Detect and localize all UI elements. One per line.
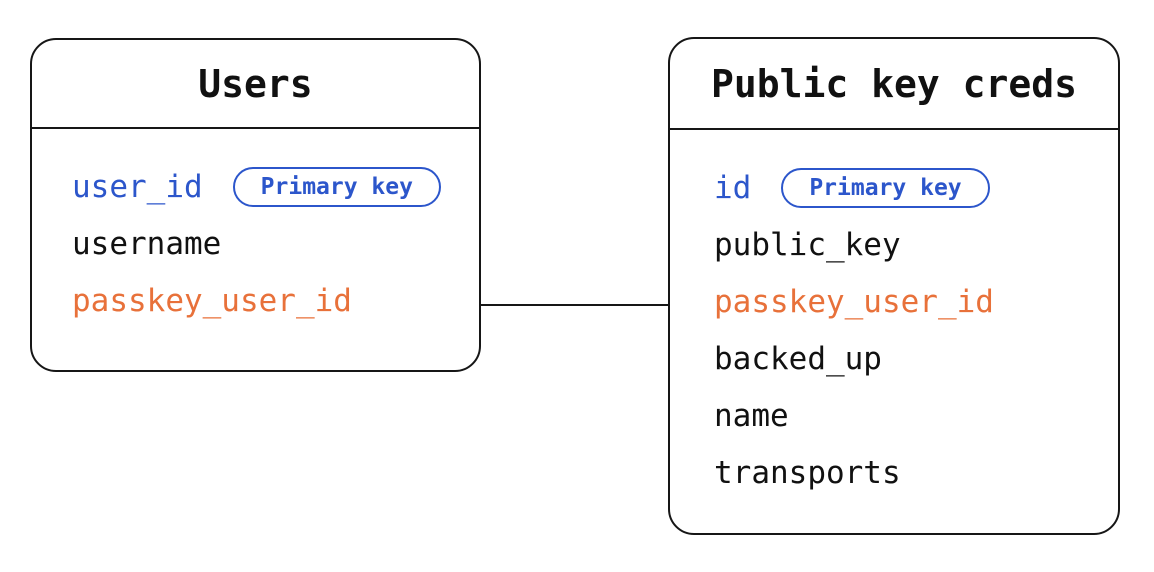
field-name: passkey_user_id: [714, 283, 994, 320]
table-public-key-creds-title: Public key creds: [710, 61, 1078, 106]
table-public-key-creds: Public key creds id Primary key public_key…: [668, 37, 1120, 535]
table-users-header: Users: [32, 40, 479, 129]
field-row: id Primary key: [714, 159, 1118, 216]
field-row: backed_up: [714, 330, 1118, 387]
relationship-line: [481, 304, 668, 306]
field-row: username: [72, 215, 479, 272]
field-name: name: [714, 397, 789, 434]
table-users: Users user_id Primary key username passkey_…: [30, 38, 481, 372]
field-row: passkey_user_id: [714, 273, 1118, 330]
field-row: user_id Primary key: [72, 158, 479, 215]
field-row: name: [714, 387, 1118, 444]
primary-key-badge: Primary key: [232, 166, 441, 207]
field-row: passkey_user_id: [72, 272, 479, 329]
field-name: user_id: [72, 168, 203, 205]
field-name: transports: [714, 454, 901, 491]
field-name: id: [714, 169, 752, 206]
table-users-title: Users: [198, 61, 313, 106]
field-name: username: [72, 225, 222, 262]
table-users-fields: user_id Primary key username passkey_user_i…: [32, 129, 479, 370]
field-name: passkey_user_id: [72, 282, 352, 319]
field-row: public_key: [714, 216, 1118, 273]
table-public-key-creds-header: Public key creds: [670, 39, 1118, 130]
primary-key-badge: Primary key: [781, 167, 990, 208]
field-name: public_key: [714, 226, 901, 263]
field-name: backed_up: [714, 340, 882, 377]
field-row: transports: [714, 444, 1118, 501]
